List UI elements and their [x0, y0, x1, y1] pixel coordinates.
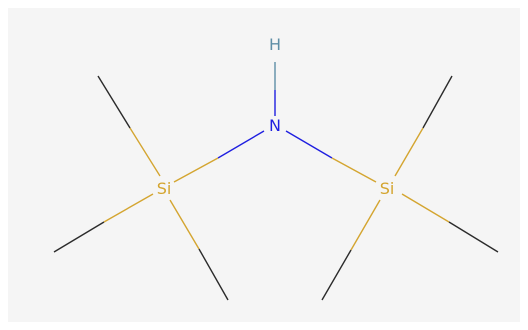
bond-n-si-left	[173, 130, 265, 183]
bond-si-left-methyl-left	[53, 193, 154, 253]
bond-si-right-methyl-bottom	[321, 199, 381, 301]
diagram-background	[8, 8, 520, 322]
bond-si-left-methyl-bottom	[169, 199, 229, 301]
bond-n-si-right	[285, 130, 377, 183]
atom-label-h: H	[269, 35, 281, 54]
atom-label-si-left: Si	[157, 179, 172, 198]
atom-label-n: N	[269, 116, 281, 135]
atom-label-si-right: Si	[380, 179, 395, 198]
bond-si-left-methyl-top	[97, 75, 161, 177]
bond-si-right-methyl-right	[401, 193, 499, 253]
bond-si-right-methyl-top	[394, 75, 453, 177]
